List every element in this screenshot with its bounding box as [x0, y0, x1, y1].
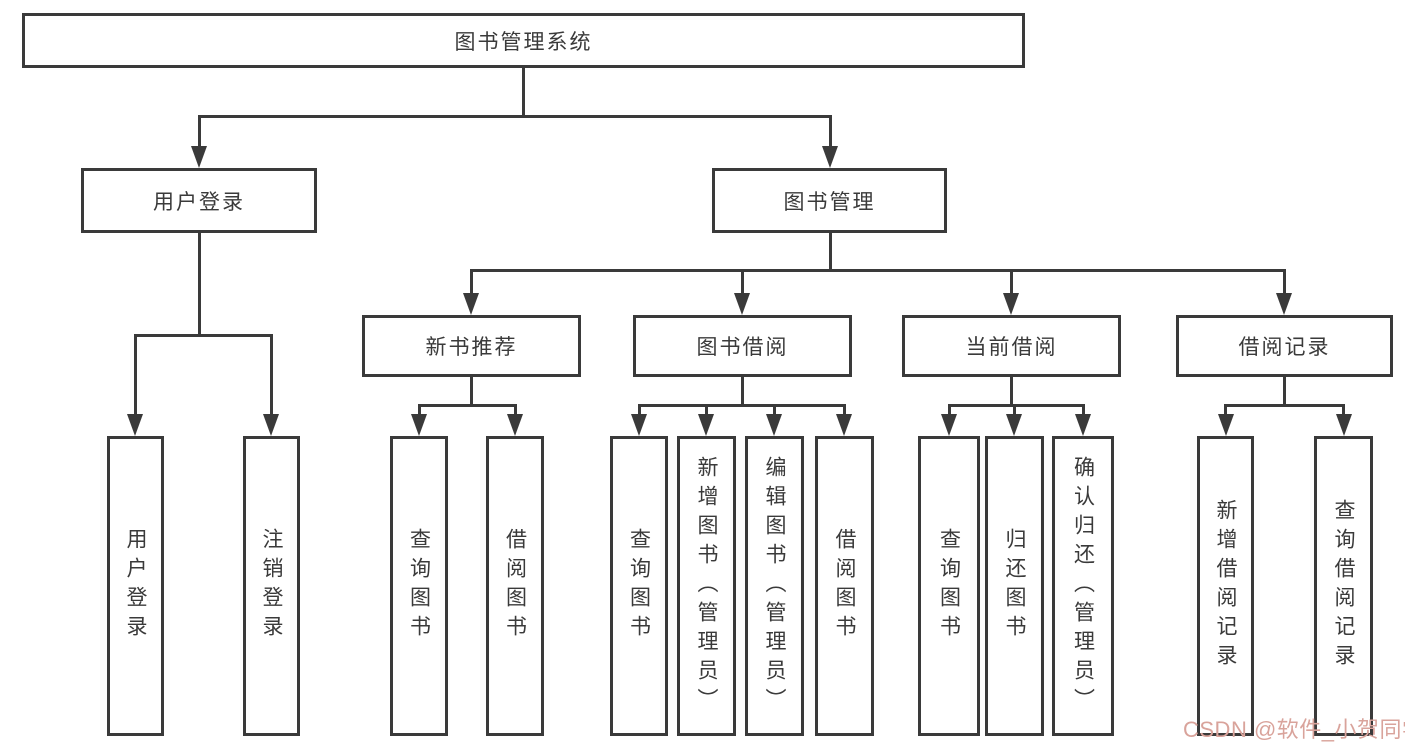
connector-line [469, 269, 1286, 272]
node-label: 当前借阅 [965, 336, 1058, 359]
csdn-watermark: CSDN @软件_小贺同学 [1183, 717, 1405, 742]
connector-line [947, 404, 1085, 407]
node-label: 查询图书 [407, 528, 431, 644]
connector-line [741, 271, 744, 295]
arrowhead-down-icon [1075, 414, 1091, 436]
connector-line [828, 117, 832, 147]
node-label: 注销登录 [260, 528, 283, 644]
node-label: 借阅图书 [833, 528, 856, 644]
leaf-current-confirm-return-admin: 确认归还（管理员） [1052, 436, 1114, 736]
node-label: 查询借阅记录 [1332, 499, 1355, 673]
connector-line [741, 377, 744, 406]
connector-line [417, 404, 517, 407]
arrowhead-down-icon [411, 414, 427, 436]
connector-line [133, 336, 137, 416]
node-borrowing-records: 借阅记录 [1176, 315, 1393, 377]
leaf-logout-login: 注销登录 [243, 436, 300, 736]
connector-line [1081, 406, 1085, 416]
connector-line [1224, 406, 1227, 416]
node-label: 查询图书 [937, 528, 961, 644]
connector-line [1224, 404, 1345, 407]
arrowhead-down-icon [734, 293, 750, 315]
connector-line [133, 334, 273, 337]
node-current-borrowing: 当前借阅 [902, 315, 1121, 377]
connector-line [773, 406, 776, 416]
leaf-recommend-borrow-book: 借阅图书 [486, 436, 544, 736]
connector-line [1010, 377, 1013, 406]
connector-line [947, 406, 951, 416]
connector-line [637, 406, 641, 416]
connector-line [1283, 271, 1286, 295]
connector-line [513, 406, 517, 416]
node-label: 编辑图书（管理员） [763, 455, 786, 717]
connector-line [521, 68, 525, 118]
node-label: 图书管理系统 [454, 30, 593, 54]
leaf-recommend-query-book: 查询图书 [390, 436, 448, 736]
connector-line [417, 406, 421, 416]
arrowhead-down-icon [1006, 414, 1022, 436]
arrowhead-down-icon [822, 146, 838, 168]
connector-line [269, 336, 273, 416]
connector-line [1013, 406, 1016, 416]
leaf-borrowing-add-book-admin: 新增图书（管理员） [677, 436, 736, 736]
node-label: 借阅记录 [1238, 336, 1331, 359]
leaf-current-return-book: 归还图书 [985, 436, 1044, 736]
connector-line [197, 233, 201, 336]
arrowhead-down-icon [1003, 293, 1019, 315]
arrowhead-down-icon [698, 414, 714, 436]
connector-line [843, 406, 846, 416]
arrowhead-down-icon [463, 293, 479, 315]
leaf-records-query-record: 查询借阅记录 [1314, 436, 1373, 736]
leaf-borrowing-query-book: 查询图书 [610, 436, 668, 736]
node-user-login-branch: 用户登录 [81, 168, 317, 233]
node-label: 新书推荐 [425, 336, 518, 359]
leaf-records-add-record: 新增借阅记录 [1197, 436, 1254, 736]
node-label: 借阅图书 [503, 528, 527, 644]
leaf-borrowing-edit-book-admin: 编辑图书（管理员） [745, 436, 804, 736]
arrowhead-down-icon [766, 414, 782, 436]
node-label: 查询图书 [627, 528, 651, 644]
arrowhead-down-icon [941, 414, 957, 436]
arrowhead-down-icon [631, 414, 647, 436]
connector-line [637, 404, 846, 407]
arrowhead-down-icon [263, 414, 279, 436]
node-new-book-recommend: 新书推荐 [362, 315, 581, 377]
arrowhead-down-icon [1218, 414, 1234, 436]
leaf-borrowing-borrow-book: 借阅图书 [815, 436, 874, 736]
node-label: 图书借阅 [696, 336, 789, 359]
connector-line [469, 271, 473, 295]
arrowhead-down-icon [836, 414, 852, 436]
node-label: 确认归还（管理员） [1071, 455, 1095, 717]
connector-line [197, 115, 832, 118]
node-library-management-system: 图书管理系统 [22, 13, 1025, 68]
node-label: 新增借阅记录 [1214, 499, 1237, 673]
leaf-user-login: 用户登录 [107, 436, 164, 736]
connector-line [470, 377, 473, 406]
node-label: 用户登录 [124, 528, 147, 644]
node-book-borrowing: 图书借阅 [633, 315, 852, 377]
arrowhead-down-icon [1336, 414, 1352, 436]
leaf-current-query-book: 查询图书 [918, 436, 980, 736]
node-book-management-branch: 图书管理 [712, 168, 947, 233]
arrowhead-down-icon [1276, 293, 1292, 315]
arrowhead-down-icon [127, 414, 143, 436]
arrowhead-down-icon [191, 146, 207, 168]
node-label: 图书管理 [783, 190, 876, 214]
node-label: 新增图书（管理员） [695, 455, 718, 717]
arrowhead-down-icon [507, 414, 523, 436]
node-label: 归还图书 [1003, 528, 1026, 644]
connector-line [828, 233, 832, 272]
connector-line [705, 406, 708, 416]
connector-line [1010, 271, 1013, 295]
connector-line [197, 117, 201, 147]
node-label: 用户登录 [153, 190, 245, 214]
connector-line [1283, 377, 1286, 406]
connector-line [1342, 406, 1345, 416]
